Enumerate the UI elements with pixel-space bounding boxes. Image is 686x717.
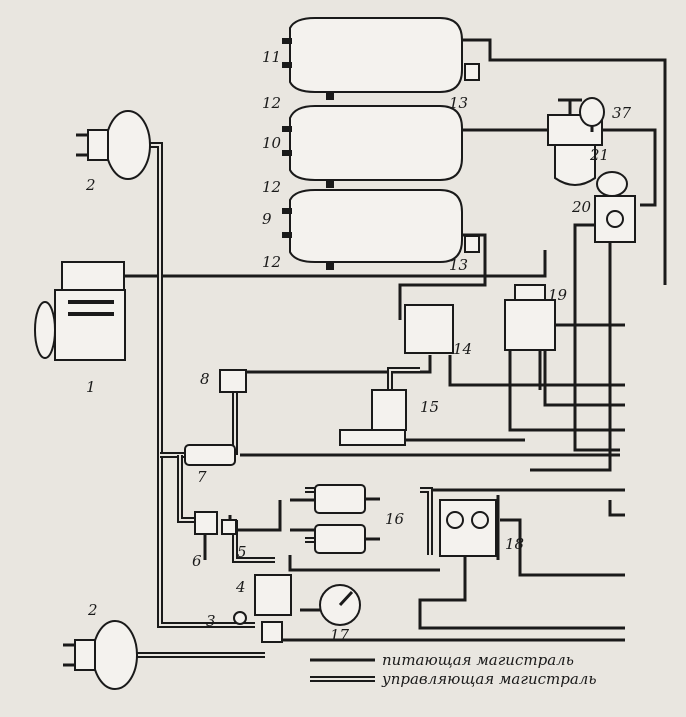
valve-8	[219, 369, 247, 393]
valve-7	[184, 444, 236, 466]
supply-pipe-18-r	[500, 518, 625, 577]
label-18: 18	[505, 535, 524, 553]
cylinders-16	[314, 484, 380, 554]
supply-pipe-16	[290, 498, 315, 532]
label-21: 21	[589, 146, 609, 164]
label-37: 37	[612, 104, 632, 122]
label-4: 4	[235, 578, 246, 596]
pressure-gauge-17	[319, 584, 361, 626]
supply-pipe-18-b	[418, 555, 625, 630]
label-12c: 12	[262, 253, 281, 271]
valve-5	[221, 519, 237, 535]
label-12a: 12	[262, 94, 281, 112]
supply-pipe-20-out	[573, 223, 620, 452]
valve-19	[504, 284, 556, 351]
label-10: 10	[262, 134, 282, 152]
valves-13	[464, 63, 480, 253]
valve-18	[439, 495, 500, 560]
supply-pipe-top	[462, 38, 667, 285]
safety-valve-37	[579, 97, 605, 132]
label-1: 1	[86, 378, 96, 396]
supply-pipe-21-20	[602, 128, 657, 207]
supply-lines	[125, 38, 667, 642]
valve-20	[594, 171, 636, 243]
supply-pipe-16-18	[288, 555, 440, 572]
valve-15	[339, 389, 407, 446]
supply-pipe-14-r	[448, 355, 625, 387]
supply-pipe-18-tr	[608, 500, 625, 517]
label-17: 17	[330, 626, 350, 644]
air-tank-10	[282, 105, 463, 181]
component-labels: 1 2 2 3 4 5 6 7 8 9 10 11 12 12 12 13 13…	[85, 48, 632, 644]
supply-pipe-19-r3	[508, 350, 625, 432]
label-13a: 13	[449, 94, 468, 112]
supply-pipe-compressor	[125, 250, 547, 278]
brake-valve-4	[254, 574, 292, 643]
label-9: 9	[262, 210, 272, 228]
label-15: 15	[420, 398, 439, 416]
label-8: 8	[200, 370, 210, 388]
label-2-top: 2	[85, 176, 96, 194]
brake-chamber-top	[76, 110, 151, 180]
label-14: 14	[453, 340, 472, 358]
compressor	[34, 261, 126, 361]
label-19: 19	[548, 286, 568, 304]
supply-pipe-16-j	[270, 500, 282, 532]
label-7: 7	[197, 468, 207, 486]
air-tank-11	[282, 17, 463, 93]
air-tank-9	[282, 189, 463, 263]
label-3: 3	[206, 612, 216, 630]
pressure-regulator-21	[547, 98, 603, 186]
valve-3	[233, 611, 247, 625]
valve-14	[404, 304, 454, 354]
label-20: 20	[571, 198, 592, 216]
drain-valves-12	[326, 92, 334, 270]
label-2-bottom: 2	[87, 601, 98, 619]
valve-6	[194, 511, 218, 535]
label-16: 16	[385, 510, 405, 528]
control-pipe-18	[420, 487, 433, 555]
label-5: 5	[237, 543, 247, 561]
label-12b: 12	[262, 178, 281, 196]
legend-control-text: управляющая магистраль	[381, 670, 597, 688]
brake-chamber-bottom	[63, 620, 138, 690]
label-11: 11	[262, 48, 281, 66]
label-6: 6	[192, 552, 202, 570]
supply-pipe-19-r2	[543, 350, 625, 407]
legend-supply-text: питающая магистраль	[382, 651, 574, 669]
label-13b: 13	[449, 256, 468, 274]
